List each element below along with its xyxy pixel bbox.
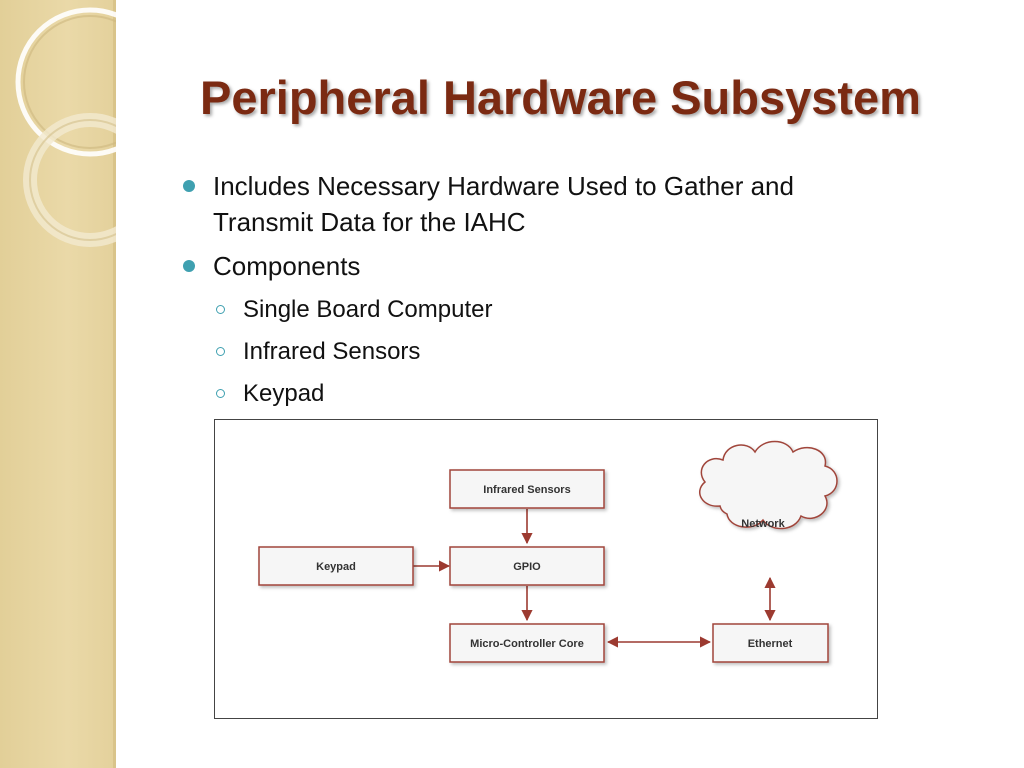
bullet-item: Includes Necessary Hardware Used to Gath… (180, 168, 900, 240)
bullet-dot-icon (183, 260, 195, 272)
sub-bullet-item: Single Board Computer (180, 292, 900, 328)
bullet-ring-icon (216, 389, 225, 398)
bullet-text: Includes Necessary Hardware Used to Gath… (213, 171, 794, 237)
node-infrared-sensors: Infrared Sensors (449, 469, 605, 509)
svg-text:Ethernet: Ethernet (748, 638, 793, 650)
node-ethernet: Ethernet (712, 623, 829, 663)
svg-text:Micro-Controller Core: Micro-Controller Core (470, 638, 584, 650)
bullet-item: Components (180, 248, 900, 284)
svg-text:GPIO: GPIO (513, 561, 541, 573)
sub-bullet-item: Infrared Sensors (180, 334, 900, 370)
bullet-text: Components (213, 251, 361, 281)
node-micro-controller-core: Micro-Controller Core (449, 623, 605, 663)
svg-text:Infrared Sensors: Infrared Sensors (483, 484, 570, 496)
bullet-ring-icon (216, 347, 225, 356)
node-gpio: GPIO (449, 546, 605, 586)
decorative-side-band (0, 0, 116, 768)
block-diagram: Infrared Sensors Keypad GPIO Micro-Contr… (214, 419, 878, 719)
slide-title: Peripheral Hardware Subsystem (200, 71, 921, 124)
node-network-cloud: Network (699, 440, 838, 530)
bullet-list: Includes Necessary Hardware Used to Gath… (180, 168, 900, 418)
diagram-canvas: Infrared Sensors Keypad GPIO Micro-Contr… (258, 440, 838, 663)
svg-text:Network: Network (741, 518, 785, 530)
bullet-ring-icon (216, 305, 225, 314)
sub-bullet-text: Keypad (243, 380, 325, 407)
sub-bullet-item: Keypad (180, 376, 900, 412)
bullet-dot-icon (183, 180, 195, 192)
sub-bullet-text: Infrared Sensors (243, 338, 421, 365)
decorative-circles (15, 7, 116, 247)
sub-bullet-text: Single Board Computer (243, 296, 493, 323)
node-keypad: Keypad (258, 546, 414, 586)
svg-text:Keypad: Keypad (316, 561, 356, 573)
